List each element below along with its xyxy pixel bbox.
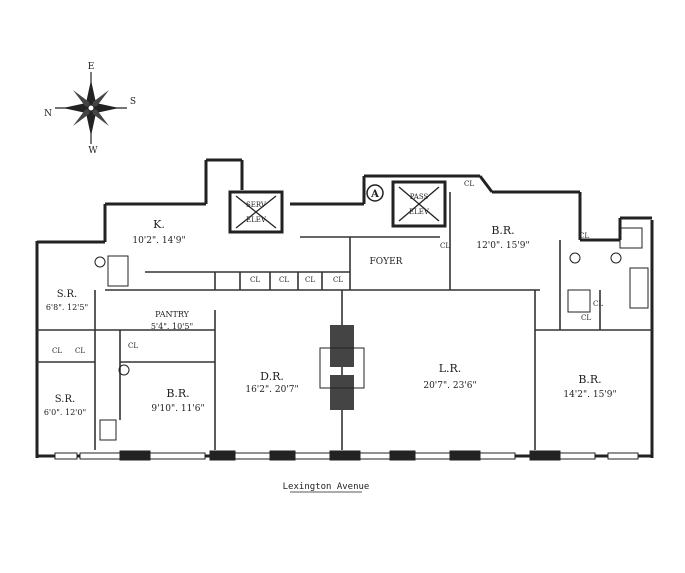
servant-room-2-dims: 6'0". 12'0" [44,408,86,417]
interior-walls [37,192,652,450]
pantry-dims: 5'4". 10'5" [151,322,193,331]
stair-marker-icon [366,184,384,202]
living-room-dims: 20'7". 23'6" [423,381,476,391]
compass-north-label: E [88,62,95,72]
bedroom-ne-dims: 12'0". 15'9" [476,241,529,251]
compass-west-label: N [44,109,52,119]
closet-label: CL [440,242,450,250]
living-room-name: L.R. [439,362,462,375]
closet-labels: CL CL CL CL CL CL CL CL CL CL CL CL [52,180,603,355]
bedroom-se-dims: 14'2". 15'9" [563,390,616,400]
stair-marker-label: A [370,189,379,200]
closet-label: CL [333,276,343,284]
closet-label: CL [75,347,85,355]
south-windows [54,450,639,461]
kitchen-dims: 10'2". 14'9" [132,236,185,246]
closet-label: CL [52,347,62,355]
passenger-elevator [391,180,447,228]
closet-label: CL [128,342,138,350]
dining-room-dims: 16'2". 20'7" [245,385,298,395]
bedroom-sw-dims: 9'10". 11'6" [151,404,204,414]
central-fireplace [319,325,365,410]
closet-label: CL [579,232,589,240]
street-name: Lexington Avenue [283,482,370,492]
closet-label: CL [593,300,603,308]
pantry-name: PANTRY [155,310,190,319]
compass-rose-icon [55,72,127,144]
passenger-elevator-label-2: ELEV [409,208,430,216]
bedroom-se-name: B.R. [578,373,601,386]
closet-label: CL [250,276,260,284]
dining-room-name: D.R. [260,370,284,383]
closet-label: CL [279,276,289,284]
closet-label: CL [464,180,474,188]
kitchen-name: K. [153,218,165,231]
service-elevator-label-2: ELEV [246,216,267,224]
passenger-elevator-label-1: PASS [410,193,429,201]
closet-label: CL [305,276,315,284]
servant-room-1-name: S.R. [57,289,77,300]
bedroom-ne-name: B.R. [491,224,514,237]
compass-east-label: S [130,97,136,107]
service-elevator [228,190,284,234]
bedroom-sw-name: B.R. [166,387,189,400]
foyer-name: FOYER [370,257,403,267]
compass-south-label: W [88,146,98,156]
fixtures [94,227,649,441]
service-elevator-label-1: SERV [246,201,267,209]
closet-label: CL [581,314,591,322]
servant-room-1-dims: 6'8". 12'5" [46,303,88,312]
servant-room-2-name: S.R. [55,394,75,405]
